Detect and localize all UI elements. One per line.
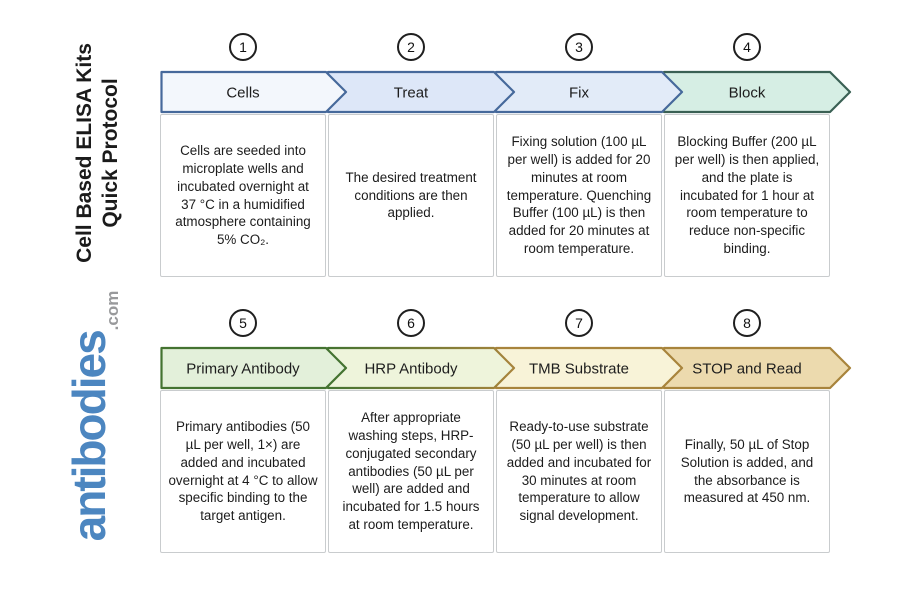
page-title: Cell Based ELISA Kits Quick Protocol <box>72 43 125 263</box>
step-number-7: 7 <box>575 315 583 331</box>
protocol-row-1: 1 2 3 4 Cells Treat Fix Block Cells are … <box>160 33 854 289</box>
step-number-circle-7: 7 <box>565 309 593 337</box>
arrow-fix <box>494 70 684 114</box>
description-text-cells: Cells are seeded into microplate wells a… <box>175 143 311 248</box>
description-text-block: Blocking Buffer (200 µL per well) is the… <box>674 134 820 257</box>
step-label-primary-antibody: Primary Antibody <box>186 361 300 378</box>
step-label-treat: Treat <box>394 85 429 102</box>
step-number-8: 8 <box>743 315 751 331</box>
step-number-2: 2 <box>407 39 415 55</box>
description-box-treat: The desired treatment conditions are the… <box>328 114 494 277</box>
description-text-stop-and-read: Finally, 50 µL of Stop Solution is added… <box>680 436 814 506</box>
description-text-hrp-antibody: After appropriate washing steps, HRP-con… <box>342 410 480 533</box>
step-number-5: 5 <box>239 315 247 331</box>
description-box-primary-antibody: Primary antibodies (50 µL per well, 1×) … <box>160 390 326 553</box>
brand-logo-text: antibodies <box>63 331 115 542</box>
step-label-cells: Cells <box>226 85 259 102</box>
step-label-tmb-substrate: TMB Substrate <box>529 361 629 378</box>
brand-logo-suffix: .com <box>103 290 122 331</box>
step-number-1: 1 <box>239 39 247 55</box>
step-number-3: 3 <box>575 39 583 55</box>
step-number-circle-4: 4 <box>733 33 761 61</box>
arrow-banner-row-1: Cells Treat Fix Block <box>160 70 852 114</box>
description-box-tmb-substrate: Ready-to-use substrate (50 µL per well) … <box>496 390 662 553</box>
step-number-circle-2: 2 <box>397 33 425 61</box>
step-number-circle-3: 3 <box>565 33 593 61</box>
description-row-2: Primary antibodies (50 µL per well, 1×) … <box>160 390 830 553</box>
description-box-fix: Fixing solution (100 µL per well) is add… <box>496 114 662 277</box>
step-number-4: 4 <box>743 39 751 55</box>
description-text-fix: Fixing solution (100 µL per well) is add… <box>506 134 652 257</box>
step-label-stop-and-read: STOP and Read <box>692 361 802 378</box>
page-title-line-1: Cell Based ELISA Kits <box>72 43 96 263</box>
description-box-block: Blocking Buffer (200 µL per well) is the… <box>664 114 830 277</box>
description-row-1: Cells are seeded into microplate wells a… <box>160 114 830 277</box>
step-number-circle-8: 8 <box>733 309 761 337</box>
description-box-stop-and-read: Finally, 50 µL of Stop Solution is added… <box>664 390 830 553</box>
description-text-tmb-substrate: Ready-to-use substrate (50 µL per well) … <box>506 419 652 524</box>
arrow-primary-antibody <box>160 346 348 390</box>
step-label-fix: Fix <box>569 85 589 102</box>
step-numbers-row-1: 1 2 3 4 <box>160 33 854 61</box>
step-number-6: 6 <box>407 315 415 331</box>
step-number-circle-6: 6 <box>397 309 425 337</box>
description-box-cells: Cells are seeded into microplate wells a… <box>160 114 326 277</box>
description-text-treat: The desired treatment conditions are the… <box>345 169 477 221</box>
description-text-primary-antibody: Primary antibodies (50 µL per well, 1×) … <box>168 419 318 524</box>
arrow-cells <box>160 70 348 114</box>
step-numbers-row-2: 5 6 7 8 <box>160 309 854 337</box>
arrow-banner-row-2: Primary Antibody HRP Antibody TMB Substr… <box>160 346 852 390</box>
step-label-hrp-antibody: HRP Antibody <box>364 361 458 378</box>
step-label-block: Block <box>729 85 766 102</box>
protocol-row-2: 5 6 7 8 Primary Antibody HRP Antibody TM… <box>160 309 854 565</box>
brand-logo: antibodies.com <box>62 291 122 542</box>
description-box-hrp-antibody: After appropriate washing steps, HRP-con… <box>328 390 494 553</box>
step-number-circle-1: 1 <box>229 33 257 61</box>
step-number-circle-5: 5 <box>229 309 257 337</box>
page-title-line-2: Quick Protocol <box>99 78 122 228</box>
